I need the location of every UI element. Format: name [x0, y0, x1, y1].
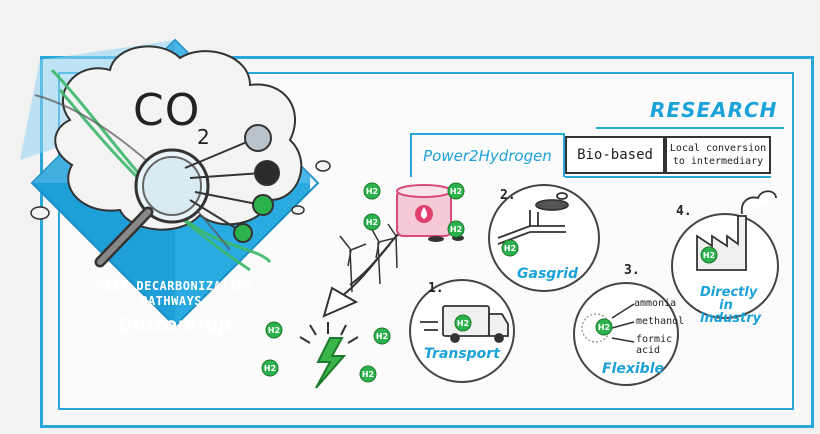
tab-power2hydrogen-label: Power2Hydrogen	[423, 147, 552, 165]
co2-cloud	[54, 45, 303, 231]
route-label-flexible: Flexible	[602, 361, 665, 377]
product-methanol: methanol	[636, 316, 685, 327]
h2-badge-label: H2	[450, 225, 462, 234]
route-number-3: 3.	[624, 263, 640, 278]
bottom-up-title: Bottom-up	[118, 314, 232, 336]
h2-badge-label: H2	[376, 332, 388, 341]
tabs-underline	[565, 176, 771, 178]
gas-pipe-icon	[497, 192, 569, 245]
h2-badge: H2	[700, 246, 718, 264]
flexible-circle	[573, 282, 679, 386]
route-number-4: 4.	[676, 204, 692, 219]
h2-badge-label: H2	[362, 370, 374, 379]
research-underline	[596, 127, 784, 129]
h2-badge-label: H2	[264, 364, 276, 373]
h2-badge-label: H2	[450, 187, 462, 196]
product-formic-acid: formic acid	[636, 334, 673, 356]
co2-subscript: 2	[197, 125, 210, 149]
tab-bio-based[interactable]: Bio-based	[565, 136, 665, 174]
tab-local-line2: to intermediary	[672, 156, 764, 167]
research-title: RESEARCH	[650, 98, 778, 122]
h2-badge: H2	[454, 314, 472, 332]
h2-badge: H2	[447, 220, 465, 238]
h2-badge-label: H2	[504, 244, 516, 253]
tab-local-line1: Local conversion	[669, 143, 767, 154]
lightning-bolt-icon	[299, 322, 359, 389]
h2-badge: H2	[595, 318, 613, 336]
tab-power2hydrogen[interactable]: Power2Hydrogen	[410, 133, 565, 177]
route-label-transport: Transport	[424, 346, 500, 362]
route-number-1: 1.	[428, 281, 444, 296]
h2-badge-label: H2	[703, 251, 715, 260]
gasgrid-circle	[488, 184, 600, 292]
industry-line2: in	[719, 298, 733, 313]
industry-line3: industry	[700, 311, 762, 326]
pathways-title: DEEP DECARBONIZATION PATHWAYS:	[97, 279, 253, 308]
product-ammonia: ammonia	[634, 298, 677, 309]
route-label-industry: Directly in industry	[700, 285, 762, 326]
co2-label: CO	[133, 85, 201, 136]
h2-badge: H2	[261, 359, 279, 377]
magnifier-icon	[94, 148, 210, 268]
tab-local-conversion[interactable]: Local conversion to intermediary	[665, 136, 771, 174]
energy-flow-arrow	[322, 233, 399, 318]
h2-badge: H2	[359, 365, 377, 383]
h2-badge: H2	[265, 321, 283, 339]
h2-badge-label: H2	[457, 319, 469, 328]
tab-bio-based-label: Bio-based	[577, 147, 653, 163]
h2-badge: H2	[447, 182, 465, 200]
h2-badge: H2	[501, 239, 519, 257]
h2-badge: H2	[373, 327, 391, 345]
industry-line1: Directly	[700, 285, 758, 300]
h2-badge: H2	[363, 213, 381, 231]
molecule-icons	[184, 124, 280, 243]
fuel-barrel-icon	[396, 184, 452, 237]
h2-badge: H2	[363, 182, 381, 200]
h2-badge-label: H2	[366, 187, 378, 196]
h2-badge-label: H2	[598, 323, 610, 332]
h2-badge-label: H2	[366, 218, 378, 227]
route-number-2: 2.	[500, 188, 516, 203]
route-label-gasgrid: Gasgrid	[517, 266, 579, 282]
h2-badge-label: H2	[268, 326, 280, 335]
